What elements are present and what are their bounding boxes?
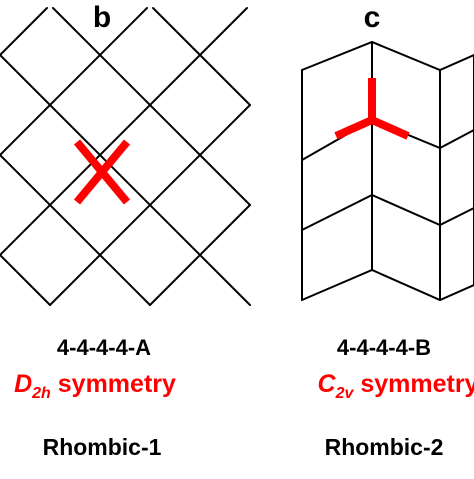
panel-c-symmetry: C2v symmetry: [318, 370, 474, 402]
rhombic-1-net: [0, 7, 251, 306]
panel-c: c 4-4-4-4-B C2v symmetry Rhombic-2: [301, 1, 474, 460]
highlight-bond: [73, 139, 131, 205]
symmetry-word: symmetry: [51, 370, 176, 398]
panel-b-net-name: Rhombic-1: [43, 434, 162, 460]
net-edge: [301, 40, 474, 72]
symmetry-symbol: C: [318, 370, 337, 398]
net-edge: [49, 104, 251, 306]
panel-c-letter: c: [364, 1, 381, 34]
symmetry-subscript: 2h: [31, 385, 51, 402]
c2v-node-highlight: [334, 78, 410, 140]
net-edge: [0, 7, 48, 56]
rhombic-2-net: [301, 40, 474, 302]
panel-c-net-name: Rhombic-2: [325, 434, 444, 460]
symmetry-subscript: 2v: [335, 385, 355, 402]
panel-b: b 4-4-4-4-A D2h symmetry Rhombic-1: [0, 1, 251, 460]
d2h-node-highlight: [73, 139, 131, 205]
symmetry-word: symmetry: [353, 370, 474, 398]
highlight-bond: [370, 116, 410, 140]
panel-b-letter: b: [93, 1, 111, 34]
net-edge: [52, 7, 251, 206]
symmetry-symbol: D: [14, 370, 32, 398]
panel-b-symmetry: D2h symmetry: [14, 370, 176, 402]
net-edge: [149, 204, 251, 306]
net-edge: [0, 254, 51, 306]
highlight-bond: [334, 116, 374, 140]
net-edge: [301, 268, 474, 302]
net-edge: [152, 7, 251, 106]
net-edge: [0, 54, 251, 306]
panel-c-net-code: 4-4-4-4-B: [337, 335, 431, 360]
panel-b-net-code: 4-4-4-4-A: [57, 335, 151, 360]
net-edge: [0, 154, 151, 306]
net-edge: [0, 7, 148, 156]
net-edge: [0, 7, 248, 256]
net-edge: [301, 193, 474, 231]
